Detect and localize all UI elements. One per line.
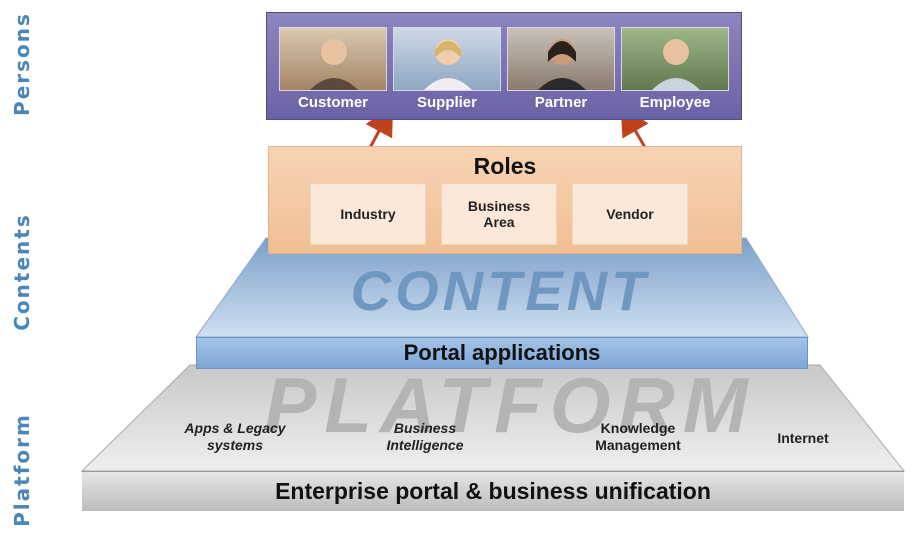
roles-title: Roles [473,153,537,179]
enterprise-portal-bar: Enterprise portal & business unification [82,471,904,511]
content-title: CONTENT [350,259,650,322]
role-business-area: Business Area [441,183,557,245]
portal-applications-bar: Portal applications [196,337,808,369]
persons-panel: Customer Supplier Partner Employee [266,12,742,120]
platform-item-knowledge-management: Knowledge Management [595,420,681,453]
person-supplier: Supplier [393,27,501,115]
platform-item-business-intelligence: Business Intelligence [386,420,464,453]
partner-photo [507,27,615,91]
customer-photo [279,27,387,91]
role-vendor: Vendor [572,183,688,245]
person-label: Employee [639,94,711,111]
role-industry: Industry [310,183,426,245]
person-employee: Employee [621,27,729,115]
platform-item-internet: Internet [777,430,829,446]
roles-box: Roles Industry Business Area Vendor [268,146,742,254]
person-label: Supplier [416,94,477,111]
person-partner: Partner [507,27,615,115]
platform-item-apps-legacy: Apps & Legacy systems [184,420,286,453]
person-label: Partner [534,94,588,111]
platform-title: PLATFORM [264,361,756,449]
employee-photo [621,27,729,91]
supplier-photo [393,27,501,91]
person-label: Customer [297,94,368,111]
person-customer: Customer [279,27,387,115]
